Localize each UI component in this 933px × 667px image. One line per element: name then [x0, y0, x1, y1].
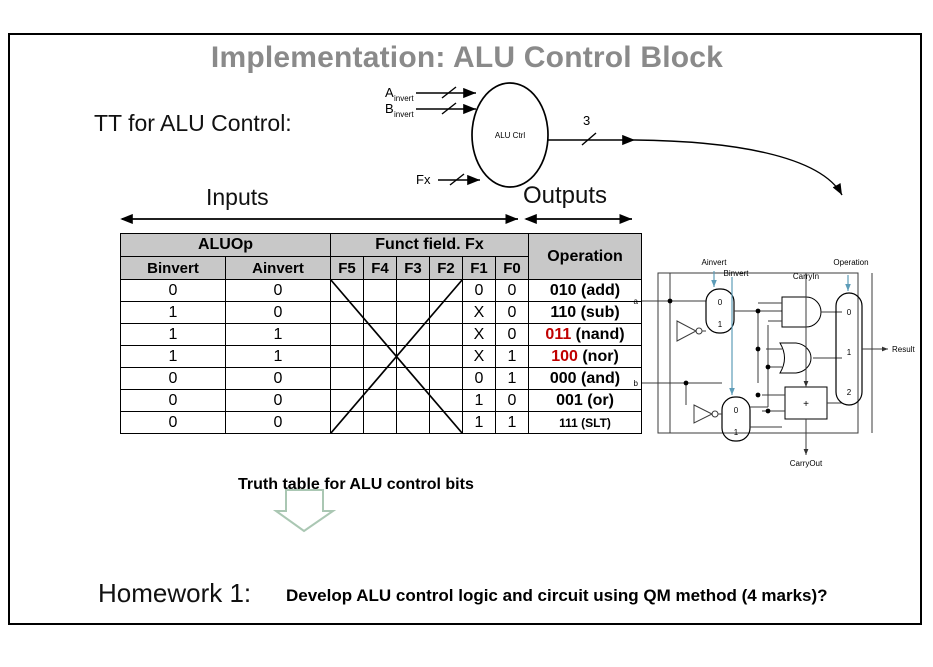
operation-name: (and) — [576, 369, 621, 387]
header-f3: F3 — [396, 256, 430, 280]
homework-label: Homework 1: — [98, 578, 252, 608]
header-ainvert: Ainvert — [225, 256, 331, 280]
cell-f0: 1 — [495, 411, 529, 434]
operation-code: 011 — [545, 325, 572, 343]
b-input-label: b — [634, 379, 639, 388]
a-input-label: a — [634, 297, 639, 306]
header-operation: Operation — [528, 233, 642, 280]
carryin-label: CarryIn — [793, 272, 819, 281]
cell-f1: 1 — [462, 411, 496, 434]
operation-code: 001 — [556, 391, 583, 409]
operation-circuit-label: Operation — [833, 258, 868, 267]
cell-binvert: 0 — [120, 279, 226, 302]
slide-canvas: Implementation: ALU Control Block TT for… — [8, 33, 922, 625]
result-label: Result — [892, 345, 915, 354]
cell-f0: 0 — [495, 279, 529, 302]
cell-f1: 0 — [462, 279, 496, 302]
alu-control-block-diagram: ALU Ctrl A invert B invert Fx 3 — [120, 82, 843, 533]
cell-operation: 010 (add) — [528, 279, 642, 302]
binvert-input-sublabel: invert — [394, 110, 414, 119]
cell-operation: 110 (sub) — [528, 301, 642, 324]
mux-a-input-0-label: 0 — [718, 298, 723, 307]
cell-f0: 0 — [495, 323, 529, 346]
binvert-input-label: B — [385, 101, 394, 116]
alu-ctrl-ellipse — [471, 82, 549, 188]
operation-name: (sub) — [576, 303, 620, 321]
mux-b-input-1-label: 1 — [734, 428, 739, 437]
cell-binvert: 0 — [120, 389, 226, 412]
operation-name: (add) — [576, 281, 621, 299]
ainvert-input-label: A — [385, 85, 394, 100]
one-bit-alu-circuit-diagram: Ainvert Binvert Operation CarryIn CarryO… — [634, 258, 916, 468]
operation-code: 100 — [551, 347, 578, 365]
truth-table-caption: Truth table for ALU control bits — [238, 476, 474, 493]
outputs-label: Outputs — [523, 182, 608, 209]
cell-ainvert: 0 — [225, 301, 331, 324]
operation-name: (nand) — [571, 325, 625, 343]
flow-down-arrow — [272, 489, 337, 533]
cell-f0: 0 — [495, 389, 529, 412]
operation-code: 010 — [549, 281, 577, 299]
header-f1: F1 — [462, 256, 496, 280]
header-funct-field: Funct field. Fx — [330, 233, 529, 257]
fx-input-label: Fx — [416, 172, 431, 187]
truth-table-subtitle: TT for ALU Control: — [94, 110, 292, 136]
alu-ctrl-block-label: ALU Ctrl — [495, 131, 525, 140]
adder-symbol: + — [803, 399, 809, 410]
header-f4: F4 — [363, 256, 397, 280]
operation-name: (or) — [582, 391, 614, 409]
cell-operation: 111 (SLT) — [528, 411, 642, 434]
header-binvert: Binvert — [120, 256, 226, 280]
mux-out-input-0-label: 0 — [847, 308, 852, 317]
cell-operation: 001 (or) — [528, 389, 642, 412]
carryout-label: CarryOut — [790, 459, 823, 468]
cell-binvert: 0 — [120, 411, 226, 434]
operation-routing-arrow — [634, 139, 843, 196]
truth-table: ALUOp Funct field. Fx Operation Binvert … — [120, 233, 642, 434]
cell-f0: 1 — [495, 345, 529, 368]
cell-operation: 011 (nand) — [528, 323, 642, 346]
mux-a-input-1-label: 1 — [718, 320, 723, 329]
table-group-header-row: ALUOp Funct field. Fx Operation — [120, 233, 642, 280]
cell-operation: 100 (nor) — [528, 345, 642, 368]
mux-out-input-1-label: 1 — [847, 348, 852, 357]
ainvert-circuit-label: Ainvert — [702, 258, 728, 267]
operation-code: 110 — [550, 303, 577, 321]
operation-code: 000 — [549, 369, 577, 387]
page-title: Implementation: ALU Control Block — [210, 41, 724, 74]
header-f0: F0 — [495, 256, 529, 280]
operation-name: (nor) — [577, 347, 619, 365]
mux-b-input-0-label: 0 — [734, 406, 739, 415]
inputs-label: Inputs — [206, 184, 269, 210]
header-f2: F2 — [429, 256, 463, 280]
ainvert-input-sublabel: invert — [394, 94, 414, 103]
homework-question: Develop ALU control logic and circuit us… — [286, 586, 828, 605]
mux-out-input-2-label: 2 — [847, 388, 852, 397]
operation-name: (SLT) — [577, 415, 611, 430]
bus-width-label: 3 — [583, 113, 590, 128]
operation-code: 111 — [559, 415, 578, 430]
cell-ainvert: 1 — [225, 345, 331, 368]
binvert-circuit-label: Binvert — [724, 269, 750, 278]
cell-f0: 0 — [495, 301, 529, 324]
cell-ainvert: 0 — [225, 279, 331, 302]
cell-ainvert: 1 — [225, 323, 331, 346]
header-aluop: ALUOp — [120, 233, 331, 257]
cell-f0: 1 — [495, 367, 529, 390]
cell-ainvert: 0 — [225, 411, 331, 434]
cell-binvert: 1 — [120, 301, 226, 324]
